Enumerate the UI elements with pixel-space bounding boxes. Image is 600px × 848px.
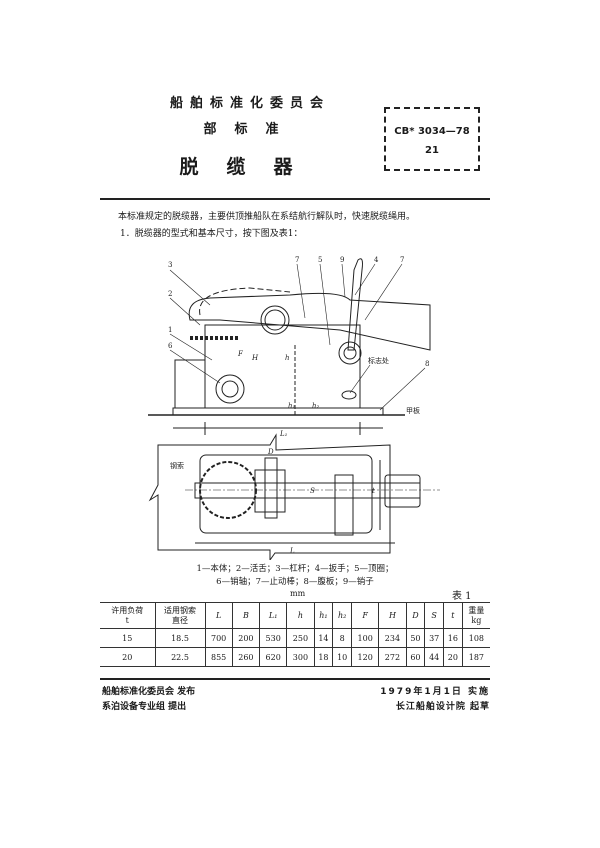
dim-H: H: [251, 354, 259, 362]
dim-h2: h₂: [312, 402, 320, 410]
column-header: L₁: [259, 602, 288, 629]
elevation-view: [148, 258, 431, 435]
column-header: F: [351, 602, 380, 629]
column-header: S: [424, 602, 445, 629]
header-divider: [100, 198, 490, 200]
caption-line-1: 1—本体；2—活舌；3—杠杆；4—扳手；5—顶圈；: [196, 564, 394, 574]
mark-label: 标志处: [368, 356, 389, 365]
table-cell: 300: [286, 647, 315, 667]
part-label-9: 9: [340, 256, 344, 264]
part-label-3: 3: [168, 261, 172, 269]
table-cell: 200: [231, 628, 261, 648]
plan-view: [148, 433, 440, 560]
table-cell: 100: [351, 628, 380, 648]
table-cell: 18.5: [154, 628, 206, 648]
table-cell: 44: [424, 647, 445, 667]
part-label-8: 8: [425, 360, 429, 368]
document-title: 脱缆器: [179, 156, 321, 178]
column-header: h₂: [332, 602, 353, 629]
table-cell: 187: [461, 647, 490, 667]
part-label-7a: 7: [295, 256, 299, 264]
table-label: 表 1: [452, 591, 472, 602]
table-cell: 108: [461, 628, 490, 648]
intro-line-1: 本标准规定的脱缆器，主要供顶推船队在系结航行解队时，快速脱缆绳用。: [118, 212, 416, 222]
table-cell: 260: [231, 647, 261, 667]
column-header: h₁: [313, 602, 334, 629]
cable-label: 钢索: [170, 461, 184, 470]
dim-h: h: [285, 354, 290, 362]
part-label-7b: 7: [400, 256, 404, 264]
column-header: 重量 kg: [461, 602, 490, 629]
dim-D: D: [267, 448, 274, 456]
drafter: 长江船舶设计院 起草: [395, 702, 490, 712]
publisher: 船舶标准化委员会 发布: [102, 687, 196, 697]
intro-line-2: 1．脱缆器的型式和基本尺寸，按下图及表1：: [120, 229, 303, 239]
page-number: 21: [425, 145, 439, 156]
proposer: 系泊设备专业组 提出: [102, 702, 187, 712]
column-header: B: [231, 602, 261, 629]
table-cell: 10: [332, 647, 353, 667]
footer-divider: [100, 678, 490, 680]
dim-F: F: [237, 350, 244, 358]
standard-code-box: CB* 3034—78 21: [384, 107, 480, 171]
table-cell: 18: [313, 647, 334, 667]
standard-code: CB* 3034—78: [394, 126, 470, 137]
table-cell: 855: [204, 647, 233, 667]
deck-label: 甲板: [406, 406, 420, 415]
column-header: L: [204, 602, 233, 629]
part-label-2: 2: [168, 290, 172, 298]
table-cell: 120: [351, 647, 380, 667]
table-cell: 20: [443, 647, 463, 667]
part-label-6: 6: [168, 342, 173, 350]
dim-L1: L₁: [279, 430, 288, 438]
effective-date: 1979年1月1日 实施: [380, 687, 490, 697]
dim-t: t: [372, 487, 375, 495]
column-header: D: [405, 602, 426, 629]
table-cell: 272: [378, 647, 407, 667]
unit-label: mm: [290, 589, 306, 598]
column-header: 适用钢索 直径: [154, 602, 206, 629]
table-cell: 530: [259, 628, 288, 648]
table-cell: 16: [443, 628, 463, 648]
committee-name: 船舶标准化委员会: [169, 96, 330, 111]
table-cell: 37: [424, 628, 445, 648]
table-cell: 60: [405, 647, 426, 667]
part-label-1: 1: [168, 326, 172, 334]
column-header: 许用负荷 t: [100, 602, 156, 629]
table-cell: 20: [100, 647, 156, 667]
table-cell: 15: [100, 628, 156, 648]
dim-S: S: [310, 487, 315, 495]
technical-drawing: 3 2 1 6 7 5 9 4 7 8 标志处 甲板 L₁ h F H h₁ h…: [148, 256, 440, 560]
table-cell: 14: [313, 628, 334, 648]
part-label-4: 4: [374, 256, 379, 264]
part-label-5: 5: [318, 256, 322, 264]
table-cell: 50: [405, 628, 426, 648]
table-cell: 700: [204, 628, 233, 648]
table-cell: 620: [259, 647, 288, 667]
table-cell: 22.5: [154, 647, 206, 667]
column-header: H: [378, 602, 407, 629]
standard-level: 部标准: [203, 122, 297, 137]
dim-L: L: [289, 547, 295, 555]
table-cell: 250: [286, 628, 315, 648]
dim-h1: h₁: [288, 402, 296, 410]
column-header: h: [286, 602, 315, 629]
caption-line-2: 6—销轴；7—止动棒；8—腹板；9—销子: [216, 577, 374, 587]
table-cell: 234: [378, 628, 407, 648]
column-header: t: [443, 602, 463, 629]
table-cell: 8: [332, 628, 353, 648]
